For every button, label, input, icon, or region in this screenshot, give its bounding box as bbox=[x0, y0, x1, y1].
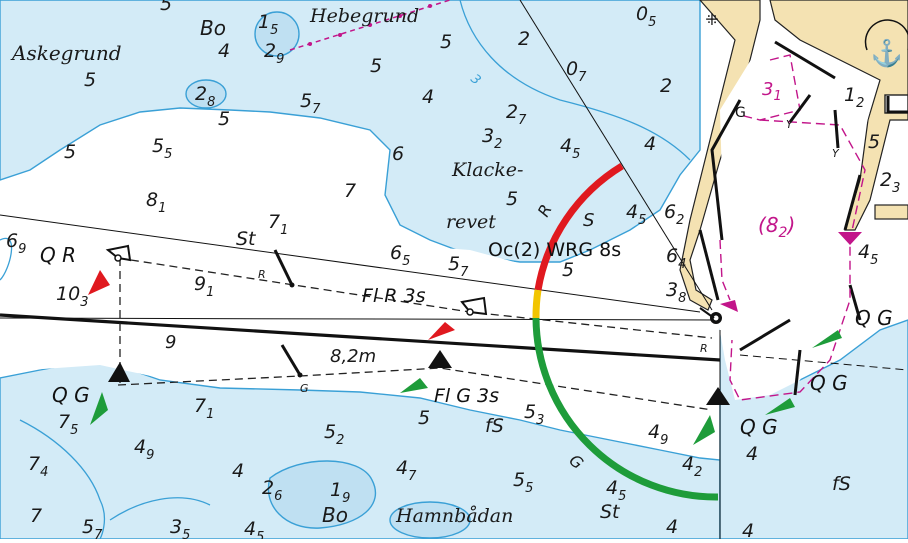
sounding: 5 bbox=[418, 407, 430, 429]
label-qg-left: Q G bbox=[52, 383, 90, 407]
label-qg-right-bottom: Q G bbox=[740, 415, 778, 439]
sounding: 5 bbox=[868, 131, 880, 153]
sounding: 4 bbox=[746, 443, 758, 465]
sounding: 7 bbox=[344, 180, 356, 202]
label-sector-light: Oc(2) WRG 8s bbox=[488, 239, 621, 261]
sounding: 4 bbox=[742, 520, 754, 539]
sounding: 5 bbox=[562, 259, 574, 281]
sounding: 4 bbox=[218, 40, 230, 62]
sounding: 5 bbox=[218, 108, 230, 130]
sounding: 2 bbox=[660, 75, 672, 97]
sounding: 5 bbox=[370, 55, 382, 77]
g-mark: G bbox=[300, 382, 309, 395]
fs-label-1: fS bbox=[485, 415, 504, 437]
place-hebegrund: Hebegrund bbox=[309, 5, 419, 27]
place-bo-top: Bo bbox=[200, 16, 226, 40]
sounding: 4 bbox=[644, 133, 656, 155]
sounding: 5 bbox=[506, 188, 518, 210]
fairway-depth: 8,2m bbox=[330, 346, 376, 367]
anchor-icon: ⚓ bbox=[871, 38, 903, 69]
sounding: 7 bbox=[30, 505, 42, 527]
land-dock bbox=[875, 205, 908, 219]
sounding: 4 bbox=[422, 86, 434, 108]
label-fl-r: Fl R 3s bbox=[362, 285, 426, 307]
sector-label-s: S bbox=[583, 210, 594, 231]
place-askegrund: Askegrund bbox=[10, 41, 122, 65]
fs-label-2: fS bbox=[832, 473, 851, 495]
label-qg-right-mid: Q G bbox=[810, 371, 848, 395]
place-klacke: Klacke- bbox=[451, 159, 523, 181]
sounding: 2 bbox=[518, 28, 530, 50]
sounding: 6 bbox=[392, 143, 404, 165]
sounding: 4 bbox=[666, 516, 678, 538]
sector-yellow bbox=[536, 290, 538, 318]
sounding: 5 bbox=[64, 141, 76, 163]
place-hamnbadan: Hamnbådan bbox=[395, 505, 513, 527]
sounding: 5 bbox=[84, 69, 96, 91]
label-qg-right-top: Q G bbox=[855, 306, 893, 330]
drying-82: (82) bbox=[758, 213, 795, 241]
r-mark-1: R bbox=[258, 268, 266, 281]
sounding: 5 bbox=[440, 31, 452, 53]
label-qr: Q R bbox=[40, 243, 76, 267]
g-mark-harbour: G bbox=[735, 105, 746, 121]
st-label-1: St bbox=[236, 228, 257, 250]
label-fl-g: Fl G 3s bbox=[434, 385, 499, 407]
r-mark-2: R bbox=[700, 342, 708, 355]
place-revet: revet bbox=[446, 211, 496, 233]
wreck-icon: ⁜ bbox=[705, 10, 718, 29]
fairway-9: 9 bbox=[165, 332, 176, 353]
sounding: 4 bbox=[232, 460, 244, 482]
st-label-2: St bbox=[600, 501, 621, 523]
place-bo-bottom: Bo bbox=[322, 503, 348, 527]
sounding: 5 bbox=[160, 0, 172, 15]
